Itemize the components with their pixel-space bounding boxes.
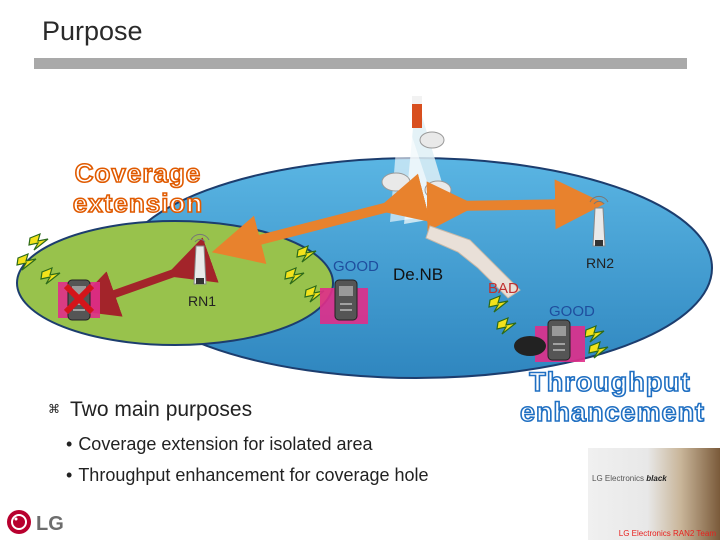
ue-phone-icon-center: [320, 279, 368, 324]
coverage-extension-heading: Coverage extension: [72, 157, 204, 219]
good-label-left: GOOD: [333, 258, 379, 275]
svg-text:LG: LG: [36, 513, 64, 535]
title-divider: [34, 58, 687, 69]
relay-network-diagram: GOOD De.NB BAD RN1 RN2 GOOD: [16, 96, 713, 379]
backhaul-arrow-rn2: [426, 179, 605, 232]
sub-bullet: •Coverage extension for isolated area: [66, 434, 373, 454]
page-title: Purpose: [42, 16, 143, 46]
rn1-label: RN1: [188, 293, 216, 309]
access-arrow-rn1-ue: [69, 237, 219, 317]
bullet-dot-icon: •: [66, 434, 73, 454]
ad-caption: LG Electronics RAN2 Team: [618, 529, 716, 538]
ad-brand: LG Electronics black: [592, 474, 667, 483]
bad-link-arrow: [425, 225, 521, 299]
bullet-dot-icon: •: [66, 465, 73, 485]
ue-phone-icon-right: [514, 319, 585, 362]
good-label-right: GOOD: [549, 303, 595, 320]
lg-logo: LG: [7, 510, 64, 535]
main-bullet: ⌘Two main purposes: [48, 398, 253, 421]
backhaul-arrow-rn1: [211, 173, 431, 265]
sub-bullet: •Throughput enhancement for coverage hol…: [66, 465, 429, 485]
rn2-label: RN2: [586, 255, 614, 271]
ue-phone-icon-left: [58, 279, 100, 321]
throughput-enhancement-heading: Throughput enhancement: [519, 366, 706, 428]
denb-label: De.NB: [393, 265, 443, 284]
advertisement-image: LG Electronics black LG Electronics RAN2…: [588, 448, 720, 540]
bullet-marker-icon: ⌘: [48, 402, 60, 416]
bad-label: BAD: [488, 280, 519, 297]
